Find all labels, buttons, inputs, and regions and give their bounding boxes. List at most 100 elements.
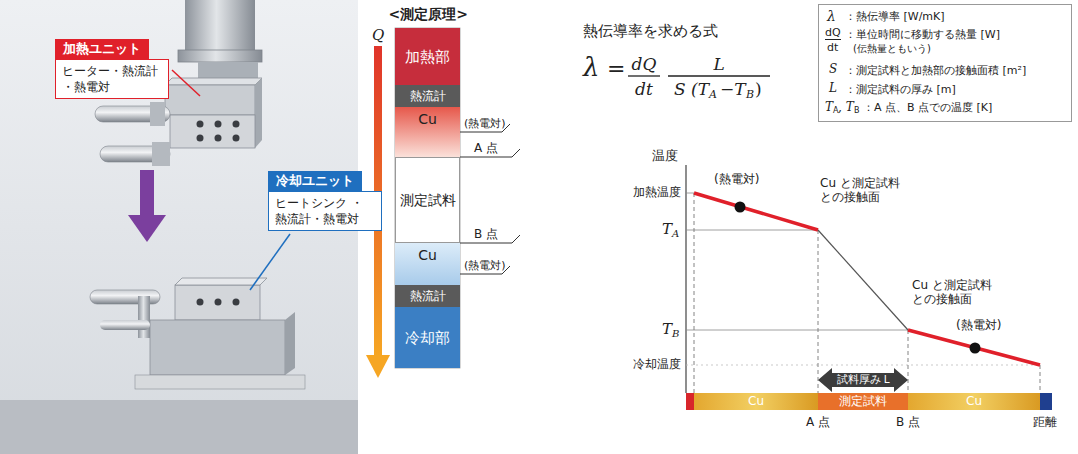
apparatus-illustration	[170, 115, 255, 148]
axis-label: T	[662, 320, 672, 338]
pointer-label: B 点	[474, 227, 498, 241]
axis-title: 温度	[652, 148, 678, 164]
apparatus-illustration	[165, 85, 255, 115]
formula-symbol: =	[607, 56, 625, 82]
axis-label: 距離	[1033, 415, 1057, 429]
apparatus-illustration	[233, 299, 240, 306]
formula-symbol: λ	[583, 52, 599, 83]
formula-subscript: B	[746, 88, 754, 101]
heater-block: 加熱部	[395, 28, 460, 85]
block-label: Cu	[966, 394, 982, 408]
heat-symbol: Q	[372, 26, 384, 44]
bolt-holes	[233, 121, 240, 128]
graph-label: Cu と測定試料 との接触面	[820, 176, 912, 205]
callout-heading: 冷却ユニット	[268, 171, 362, 191]
axis-subscript: A	[672, 228, 679, 240]
symbol-definition: T	[825, 100, 833, 114]
press-direction-arrow	[140, 170, 154, 216]
apparatus-illustration	[152, 142, 170, 166]
temperature-graph	[685, 165, 686, 393]
graph-label: (熱電対)	[714, 172, 759, 186]
symbol-definition: ：測定試料と加熱部の接触面積 [m²]	[845, 64, 1026, 77]
leader-line	[172, 70, 200, 96]
symbol-definition: ：A 点、B 点での温度 [K]	[863, 101, 992, 114]
temperature-graph	[694, 193, 695, 393]
formula-symbol: dQ	[632, 54, 657, 74]
temperature-graph	[970, 343, 981, 354]
temperature-graph	[1040, 365, 1041, 393]
section-title: <測定原理>	[389, 6, 468, 23]
heat-flow-arrow	[366, 355, 390, 378]
temperature-graph	[686, 165, 1052, 410]
formula-subscript: A	[709, 88, 717, 101]
copper-bar: Cu	[694, 393, 818, 410]
dimension-label: 試料厚み L	[837, 373, 890, 386]
temperature-graph	[686, 193, 694, 194]
axis-label: T	[662, 220, 672, 238]
formula-symbol: −T	[720, 79, 746, 99]
callout-body: ヒーター・熱流計 ・熱電対	[55, 59, 169, 99]
callout-heading: 加熱ユニット	[55, 39, 149, 59]
callout-body: ヒートシンク ・熱流計・熱電対	[268, 191, 382, 231]
symbol-definition: L	[829, 81, 837, 95]
copper-block: Cu	[395, 243, 460, 285]
bolt-holes	[197, 135, 204, 142]
symbol-definition: A	[833, 106, 838, 116]
pointer-label: (熱電対)	[464, 259, 506, 272]
axis-label: B 点	[896, 415, 920, 429]
block-label: Cu	[418, 247, 437, 264]
apparatus-illustration	[0, 400, 358, 454]
heat-flux-meter: 熱流計	[395, 285, 460, 307]
formula-symbol: dt	[635, 79, 653, 99]
callout-box: 加熱ユニットヒーター・熱流計 ・熱電対	[55, 38, 169, 99]
callout-box: 冷却ユニットヒートシンク ・熱流計・熱電対	[268, 170, 382, 231]
sample-bar: 測定試料	[818, 393, 908, 410]
temperature-graph	[686, 365, 1040, 366]
temperature-graph	[694, 193, 1040, 393]
temperature-graph	[818, 368, 908, 392]
bolt-holes	[215, 121, 222, 128]
axis-subscript: B	[672, 328, 679, 340]
block-label: 熱流計	[410, 89, 446, 103]
apparatus-illustration	[135, 375, 305, 389]
symbol-definition: (伝熱量ともいう)	[853, 43, 931, 55]
temperature-graph	[818, 230, 819, 393]
temperature-graph	[908, 330, 1040, 365]
apparatus-illustration	[285, 312, 295, 375]
block-label: 冷却部	[405, 329, 450, 347]
symbol-definition: dt	[827, 41, 838, 54]
axis-label: 加熱温度	[633, 185, 681, 199]
cooler-block: 冷却部	[395, 307, 460, 368]
bolt-holes	[197, 121, 204, 128]
apparatus-illustration	[215, 299, 222, 306]
symbol-definition: , T	[838, 100, 854, 114]
formula-symbol: L	[714, 54, 725, 74]
apparatus-illustration	[178, 50, 262, 62]
apparatus-illustration	[138, 296, 150, 338]
copper-block: Cu	[395, 107, 460, 157]
block-label: 加熱部	[405, 48, 450, 66]
apparatus-illustration	[100, 320, 150, 330]
pointer-lines	[460, 124, 520, 274]
symbol-definition: λ	[827, 8, 836, 25]
temperature-graph	[908, 330, 909, 393]
symbol-legend-box: λ：熱伝導率 [W/mK]dQdt：単位時間に移動する熱量 [W](伝熱量ともい…	[818, 4, 1072, 122]
temperature-graph	[1040, 393, 1052, 410]
sample-block: 測定試料	[395, 157, 460, 243]
axis-label: 冷却温度	[633, 357, 681, 371]
copper-bar: Cu	[908, 393, 1040, 410]
block-label: Cu	[418, 111, 437, 128]
symbol-definition: ：測定試料の厚み [m]	[845, 83, 956, 96]
temperature-graph	[818, 230, 908, 330]
apparatus-illustration	[175, 285, 260, 320]
temperature-graph	[686, 230, 818, 231]
symbol-definition: ：単位時間に移動する熱量 [W]	[845, 28, 1000, 41]
column-outline	[395, 28, 460, 368]
block-label: 測定試料	[839, 394, 887, 408]
formula-symbol: S (T	[674, 79, 709, 99]
symbol-definition: B	[854, 106, 860, 116]
apparatus-illustration	[150, 320, 285, 375]
temperature-graph	[686, 393, 694, 410]
apparatus-illustration	[255, 78, 262, 148]
